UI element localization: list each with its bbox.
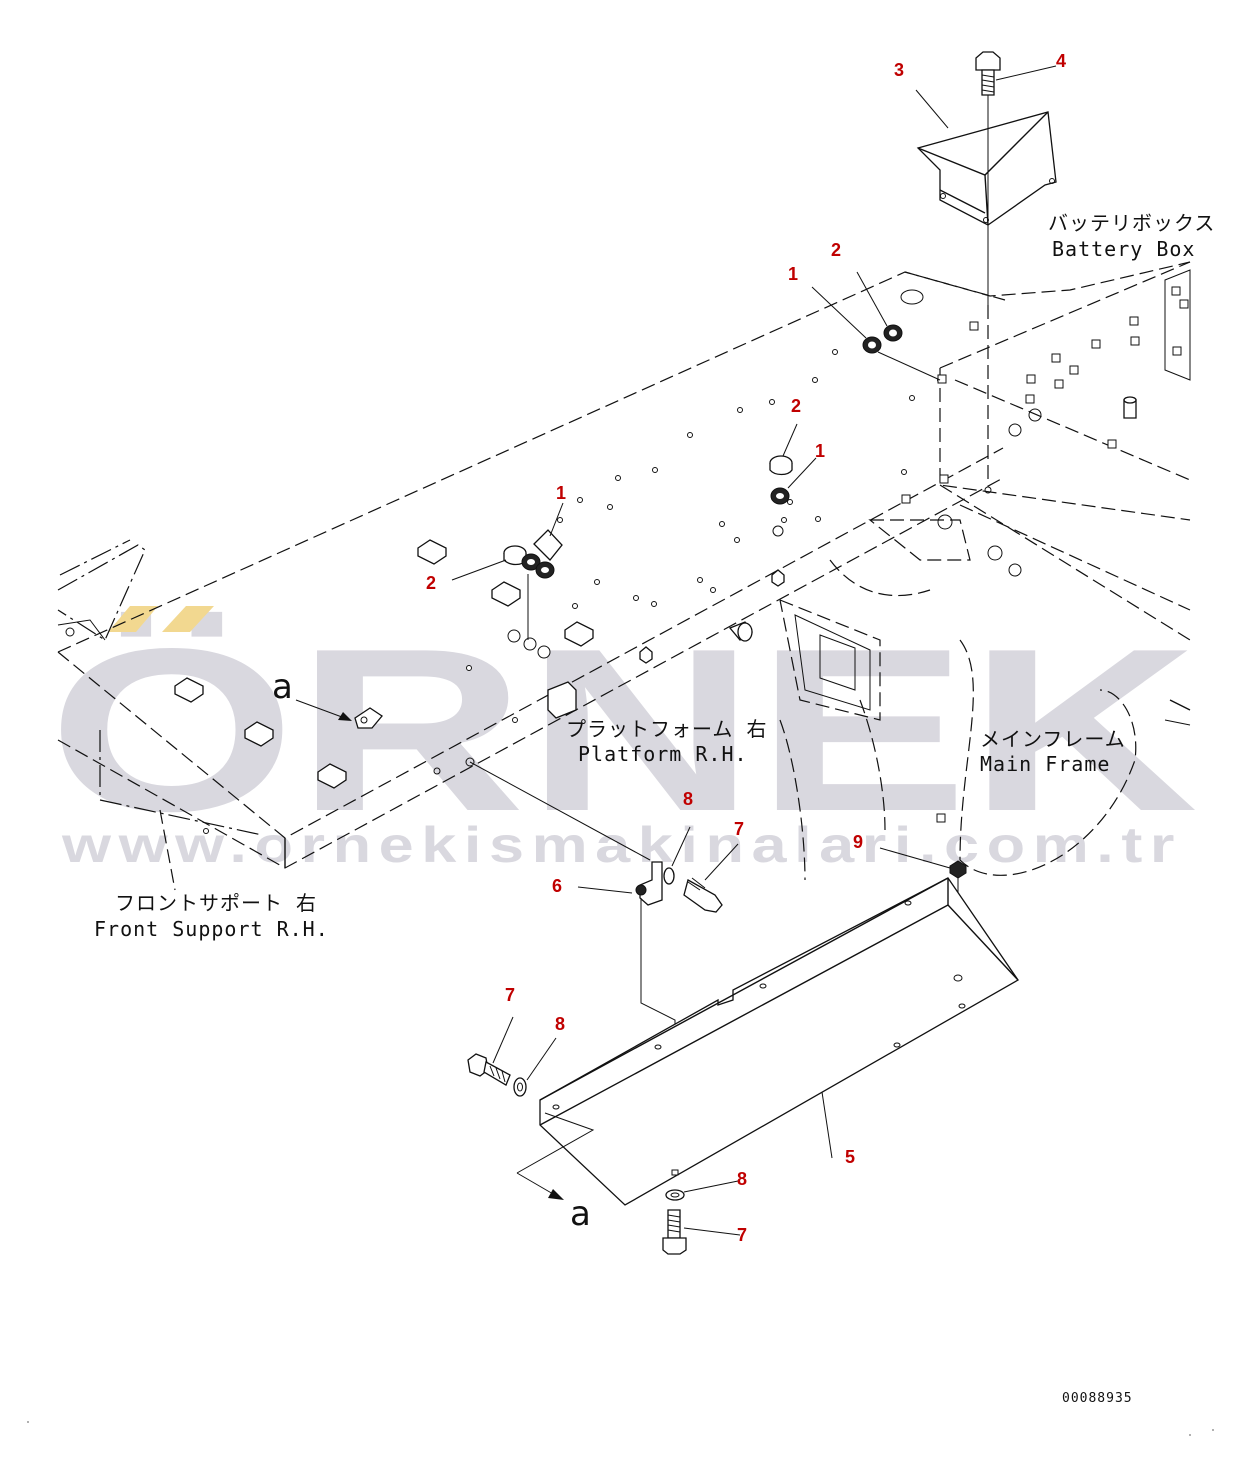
platform-pads	[174, 539, 594, 789]
label-battery-box-jp: バッテリボックス	[1048, 211, 1215, 235]
corner-marks	[27, 1421, 1214, 1436]
bolt-7-bracket	[663, 867, 723, 913]
label-platform-jp: プラットフォーム 右	[566, 717, 767, 741]
callout-2-middle: 2	[791, 396, 801, 416]
callout-7-left: 7	[505, 985, 515, 1005]
platform-outline	[57, 261, 1191, 869]
front-support	[57, 539, 176, 891]
callout-1-top: 1	[788, 264, 798, 284]
grommet-cluster-top	[862, 324, 941, 381]
view-label-a-bottom: a	[570, 1194, 591, 1234]
callout-3: 3	[894, 60, 904, 80]
label-battery-box-en: Battery Box	[1052, 237, 1195, 261]
leader-lines	[451, 65, 1057, 1236]
under-cover-5	[516, 877, 1019, 1206]
bolt-7-left	[467, 1053, 527, 1097]
bolt-4	[975, 51, 1001, 485]
callout-9: 9	[853, 832, 863, 852]
callout-1-middle: 1	[815, 441, 825, 461]
main-frame	[779, 514, 1191, 881]
bolt-7-bottom	[662, 1189, 687, 1255]
callout-4: 4	[1056, 51, 1066, 71]
document-number: 00088935	[1062, 1391, 1133, 1406]
battery-box-area	[900, 269, 1191, 823]
grommet-cluster-left	[503, 529, 563, 640]
callout-8-bracket: 8	[683, 789, 693, 809]
callout-8-bottom: 8	[737, 1169, 747, 1189]
view-label-a-top: a	[272, 667, 293, 707]
label-main-frame-jp: メインフレーム	[980, 727, 1126, 751]
callout-5: 5	[845, 1147, 855, 1167]
callout-6: 6	[552, 876, 562, 896]
component-labels: バッテリボックス Battery Box プラットフォーム 右 Platform…	[94, 211, 1215, 1406]
callout-2-top: 2	[831, 240, 841, 260]
label-main-frame-en: Main Frame	[980, 752, 1110, 776]
label-platform-en: Platform R.H.	[578, 742, 748, 766]
callout-7-bracket: 7	[734, 819, 744, 839]
label-front-support-jp: フロントサポート 右	[115, 891, 317, 915]
watermark-url: www.ornekismakinalari.com.tr	[61, 817, 1182, 873]
callout-numbers: 1 2 3 4 2 1 1 2 8 7 9 6 7 8 5 8 7	[426, 51, 1066, 1245]
callout-1-left: 1	[556, 483, 566, 503]
view-arrow-head-bottom	[548, 1189, 564, 1200]
callout-8-left: 8	[555, 1014, 565, 1034]
watermark: ÖRNEK www.ornekismakinalari.com.tr	[48, 601, 1198, 873]
grommet-cluster-middle	[769, 455, 793, 505]
view-arrow-head-top	[338, 712, 352, 721]
watermark-accent-right	[162, 606, 214, 632]
platform-holes	[203, 349, 943, 834]
edge-hardware	[354, 569, 785, 861]
view-arrows: a a	[272, 667, 591, 1234]
battery-box-cover	[916, 111, 1057, 226]
label-front-support-en: Front Support R.H.	[94, 917, 329, 941]
callout-7-bottom: 7	[737, 1225, 747, 1245]
watermark-brand: ÖRNEK	[48, 601, 1198, 860]
callout-2-left: 2	[426, 573, 436, 593]
